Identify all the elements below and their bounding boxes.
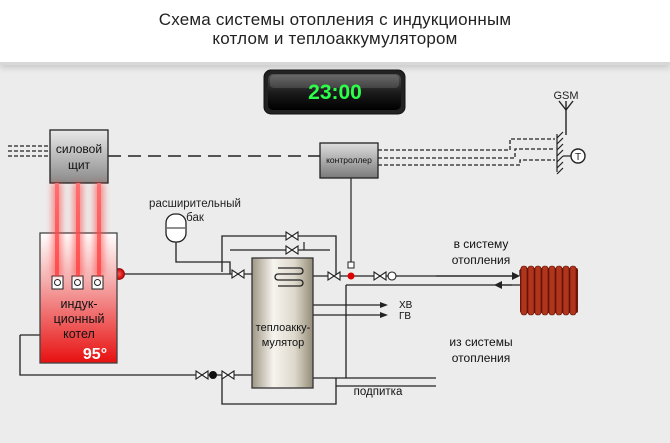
power-panel: силовой щит: [49, 129, 109, 184]
supply-label-line-2: отопления: [452, 253, 510, 267]
radiator-section: [534, 265, 542, 316]
valves: [195, 230, 397, 381]
supply-sensor-dot: [347, 272, 355, 280]
radiator-section: [555, 265, 563, 316]
boiler-label-line-1: индук-: [60, 297, 97, 311]
radiator-section: [520, 265, 528, 316]
supply-label-line-1: в систему: [454, 237, 509, 251]
accumulator-coil: [274, 267, 304, 287]
header-bar: [0, 0, 670, 65]
signal-lines: [8, 138, 555, 166]
boiler-label-line-3: котел: [63, 327, 95, 341]
radiator-section: [548, 265, 556, 316]
gsm-label: GSM: [553, 90, 578, 102]
diagram-title-line-2: котлом и теплоаккумулятором: [212, 29, 458, 48]
wall-hatch: [556, 131, 571, 175]
outdoor-temperature-sensor: T: [570, 148, 586, 164]
power-beams: [52, 183, 104, 276]
expansion-tank-label-line-1: расширительный: [149, 198, 241, 210]
expansion-tank-label-line-2: бак: [186, 212, 205, 224]
sensor-letter: T: [575, 152, 581, 163]
hot-water-label: ГВ: [399, 311, 411, 322]
power-panel-label-line-2: щит: [68, 158, 91, 172]
controller-box: контроллер: [319, 142, 379, 179]
return-label-line-2: отопления: [452, 351, 510, 365]
accumulator-label-line-2: мулятор: [262, 337, 304, 349]
radiator-section: [527, 265, 535, 316]
diagram-title: Схема системы отопления с индукционным к…: [0, 10, 670, 48]
pump: [209, 371, 217, 379]
boiler-temperature: 95°: [83, 346, 107, 363]
boiler-label-line-2: ционный: [54, 312, 105, 326]
gsm-antenna: [558, 100, 574, 135]
temperature-sensor: [347, 261, 355, 269]
cold-water-label: ХВ: [399, 300, 413, 311]
radiator-section: [562, 265, 570, 316]
induction-coils: [51, 275, 104, 290]
clock-display: 23:00: [263, 69, 406, 115]
controller-label: контроллер: [326, 155, 372, 165]
clock-time: 23:00: [308, 81, 362, 104]
return-label-line-1: из системы: [449, 335, 512, 349]
radiator-section: [569, 265, 577, 316]
radiator: [520, 265, 578, 316]
radiator-section: [541, 265, 549, 316]
expansion-tank: [165, 213, 187, 243]
accumulator-label-line-1: теплоакку-: [256, 322, 311, 334]
makeup-label: подпитка: [354, 386, 403, 398]
power-panel-label-line-1: силовой: [56, 142, 102, 156]
flow-arrows: [380, 272, 520, 318]
diagram-title-line-1: Схема системы отопления с индукционным: [158, 10, 512, 29]
heat-accumulator: теплоакку- мулятор: [251, 257, 314, 389]
